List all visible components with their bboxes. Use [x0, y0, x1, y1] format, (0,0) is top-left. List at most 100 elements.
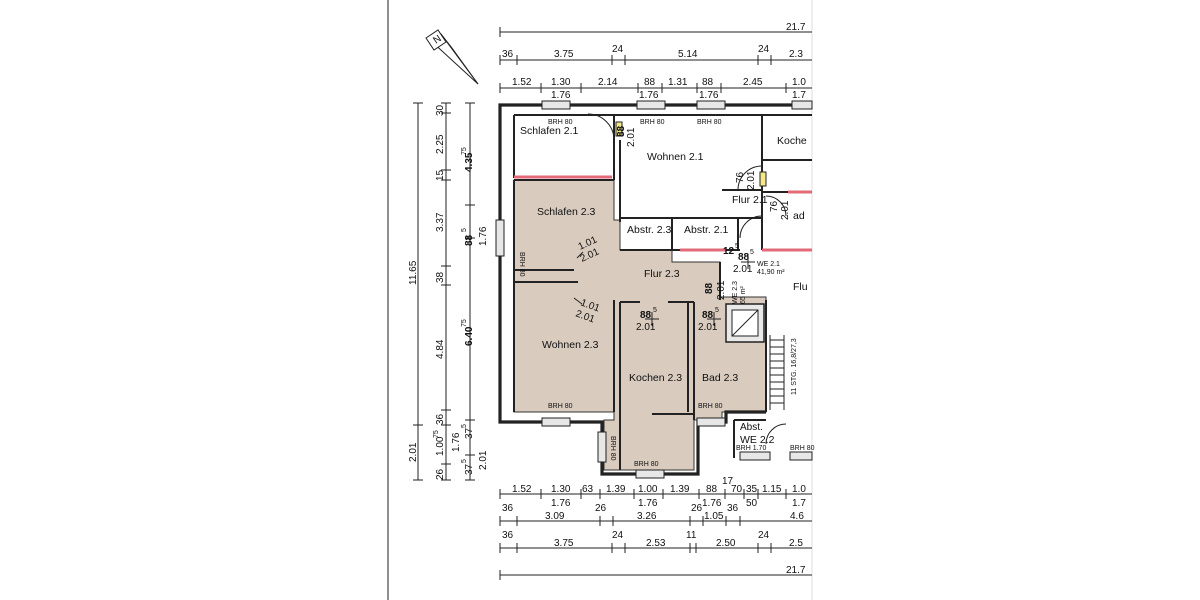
bottom-row2-dim-1: 36 [502, 503, 514, 514]
door-88-3: 88 [704, 282, 715, 294]
door-dimension-labels: 88 2.01 76 2.01 76 2.01 12 5 88 5 2.01 8… [574, 125, 791, 333]
bottom-row2-dim-5: 26 [691, 503, 703, 514]
window-sill-labels: BRH 80 BRH 80 BRH 80 BRH 80 BRH 80 BRH 8… [518, 119, 815, 468]
door-201-4: 2.01 [733, 264, 753, 275]
stair-label: 11 STG. 16,8/27,3 [791, 338, 798, 395]
bottom-row3-dim-1: 36 [502, 530, 514, 541]
bottom-row1-sub-3: 1.76 [702, 498, 722, 509]
bottom-overall-dim: 21.7 [786, 565, 806, 576]
room-wohnen-2-3: Wohnen 2.3 [542, 339, 599, 351]
room-schlafen-2-1: Schlafen 2.1 [520, 125, 579, 137]
bottom-row1-top-dim: 17 [722, 476, 734, 487]
bottom-row1-sub-5: 1.7 [792, 498, 806, 509]
room-kochen-2-1: Koche [777, 135, 807, 147]
brh-label-8: BRH 80 [698, 403, 723, 410]
bottom-row3-dim-8: 2.5 [789, 538, 803, 549]
room-flur-2-3: Flur 2.3 [644, 268, 680, 280]
left-col3-dim-3: 6.40 [464, 326, 475, 346]
label-we-2-3-area: 65 m² [740, 285, 747, 304]
top-row2-dim-1: 36 [502, 49, 514, 60]
top-row3-dim-2: 1.30 [551, 77, 571, 88]
room-abstr-2-1: Abstr. 2.1 [684, 224, 729, 236]
windows [495, 100, 813, 479]
top-row2-dim-4: 5.14 [678, 49, 698, 60]
highlighted-walls [514, 175, 812, 252]
brh-label-5: BRH 80 [548, 403, 573, 410]
left-col2-dim-4: 3.37 [435, 212, 446, 232]
bottom-row1-dim-1: 1.52 [512, 484, 532, 495]
door-201-9: 2.01 [698, 322, 718, 333]
left-col2-dim-6: 4.84 [435, 339, 446, 359]
top-row3-dim-7: 2.45 [743, 77, 763, 88]
brh-label-2: BRH 80 [640, 119, 665, 126]
room-schlafen-2-3: Schlafen 2.3 [537, 206, 596, 218]
bottom-row2-dim-2: 3.09 [545, 511, 565, 522]
top-row2-dim-2: 3.75 [554, 49, 574, 60]
room-bad-2-1: ad [793, 210, 805, 222]
left-col2-dim-2: 2.25 [435, 134, 446, 154]
bottom-row2-dim-7: 36 [727, 503, 739, 514]
brh-label-6: BRH 80 [609, 436, 616, 461]
door-88-5-sup: 5 [715, 307, 719, 314]
left-col2-dim-5: 38 [435, 271, 446, 283]
room-abst-we22: Abst. [740, 422, 763, 433]
room-abstr-2-3: Abstr. 2.3 [627, 224, 672, 236]
door-88-4: 88 [640, 310, 652, 321]
left-col4-dim-2: 2.01 [478, 450, 489, 470]
left-col3-sup-4: 5 [461, 424, 468, 428]
left-col3-sup-3: 75 [461, 319, 468, 327]
door-88-1: 88 [616, 125, 627, 137]
door-201-8: 2.01 [636, 322, 656, 333]
bottom-row3-dim-3: 24 [612, 530, 624, 541]
staircase-icon: 11 STG. 16,8/27,3 [769, 335, 798, 410]
left-dimension-lines: 11.65 2.01 30 2.25 15 3.37 38 4.84 36 1.… [408, 102, 489, 481]
left-col2-dim-7: 36 [435, 413, 446, 425]
room-flur-right: Flu [793, 281, 808, 293]
brh-label-3: BRH 80 [697, 119, 722, 126]
door-88-2: 88 [738, 252, 750, 263]
left-col3-dim-4: 37 [464, 427, 475, 439]
left-col3-dim-2: 88 [464, 234, 475, 246]
bottom-row1-sub-2: 1.76 [638, 498, 658, 509]
left-dim-bottom: 2.01 [408, 442, 419, 462]
left-col2-dim-3: 15 [435, 169, 446, 181]
bottom-row1-dim-5: 1.00 [638, 484, 658, 495]
top-row3-sub-3: 1.76 [699, 90, 719, 101]
door-125: 12 [723, 246, 735, 257]
brh-label-9: BRH 1.70 [736, 445, 766, 452]
left-col3-sup-2: 5 [461, 228, 468, 232]
door-201-5: 2.01 [716, 280, 727, 300]
room-flur-2-1: Flur 2.1 [732, 194, 768, 206]
bottom-row1-dim-8: 70 [731, 484, 743, 495]
brh-label-10: BRH 80 [790, 445, 815, 452]
door-76-1: 76 [735, 171, 746, 183]
brh-label-1: BRH 80 [548, 119, 573, 126]
top-row2-dim-5: 24 [758, 44, 770, 55]
left-col2-dim-8: 1.00 [435, 436, 446, 456]
left-dim-overall: 11.65 [408, 260, 419, 285]
top-row3-dim-1: 1.52 [512, 77, 532, 88]
label-we-2-3: WE 2.3 [732, 281, 739, 304]
bottom-row2-dim-4: 3.26 [637, 511, 657, 522]
bottom-row3-dim-4: 2.53 [646, 538, 666, 549]
door-swings [587, 113, 787, 445]
top-row3-sub-2: 1.76 [639, 90, 659, 101]
room-labels: Schlafen 2.1 Wohnen 2.1 Koche Flur 2.1 a… [520, 125, 808, 446]
left-col2-dim-9: 26 [435, 468, 446, 480]
door-center-markers [573, 251, 755, 326]
top-row2-dim-3: 24 [612, 44, 624, 55]
bottom-row2-dim-3: 26 [595, 503, 607, 514]
door-88-2-sup: 5 [750, 249, 754, 256]
bottom-row3-dim-7: 24 [758, 530, 770, 541]
left-col3-sup-5: 5 [461, 459, 468, 463]
bottom-row3-dim-2: 3.75 [554, 538, 574, 549]
room-we-2-2: WE 2.2 [740, 434, 775, 446]
bottom-row3-dim-5: 11 [686, 530, 697, 541]
top-overall-dim: 21.7 [786, 22, 806, 33]
bottom-row1-dim-3: 63 [582, 484, 594, 495]
bottom-row1-sub-1: 1.76 [551, 498, 571, 509]
top-row3-dim-6: 88 [702, 77, 714, 88]
door-201-1: 2.01 [626, 127, 637, 147]
left-col3-dim-6: 1.76 [451, 432, 462, 452]
